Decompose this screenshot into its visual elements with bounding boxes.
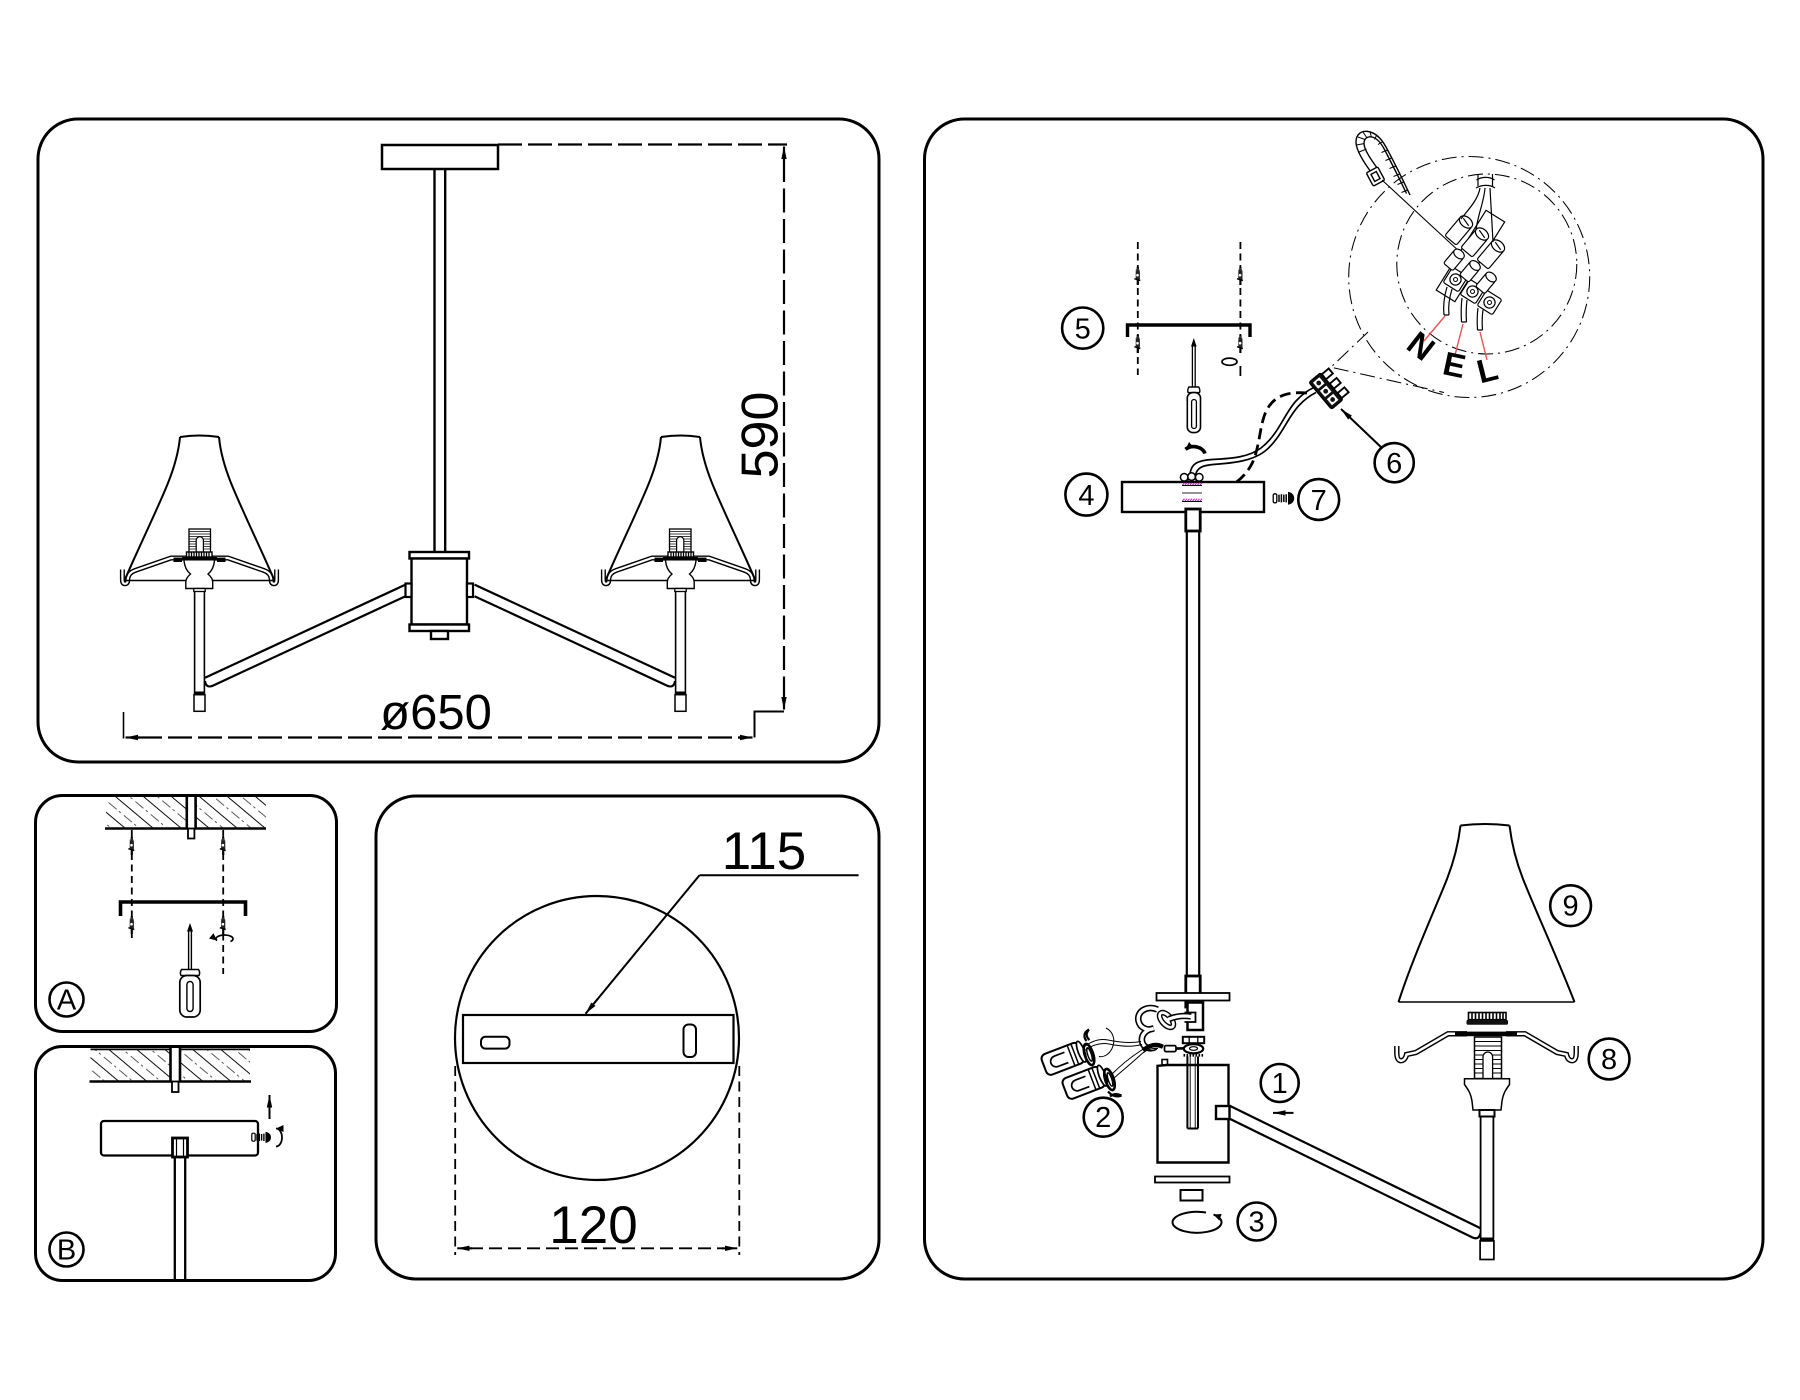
svg-text:4: 4 (1078, 480, 1094, 512)
svg-text:9: 9 (1563, 891, 1579, 923)
svg-text:1: 1 (1272, 1068, 1288, 1100)
svg-text:115: 115 (722, 822, 807, 881)
svg-text:8: 8 (1601, 1044, 1617, 1076)
svg-text:590: 590 (732, 392, 790, 479)
svg-text:3: 3 (1249, 1207, 1265, 1239)
svg-text:A: A (57, 985, 77, 1017)
svg-text:B: B (57, 1235, 76, 1267)
svg-text:2: 2 (1095, 1102, 1111, 1134)
svg-text:ø650: ø650 (380, 686, 492, 740)
svg-text:6: 6 (1386, 448, 1402, 480)
svg-text:7: 7 (1311, 485, 1327, 517)
svg-text:120: 120 (549, 1196, 637, 1255)
svg-text:5: 5 (1075, 314, 1091, 346)
